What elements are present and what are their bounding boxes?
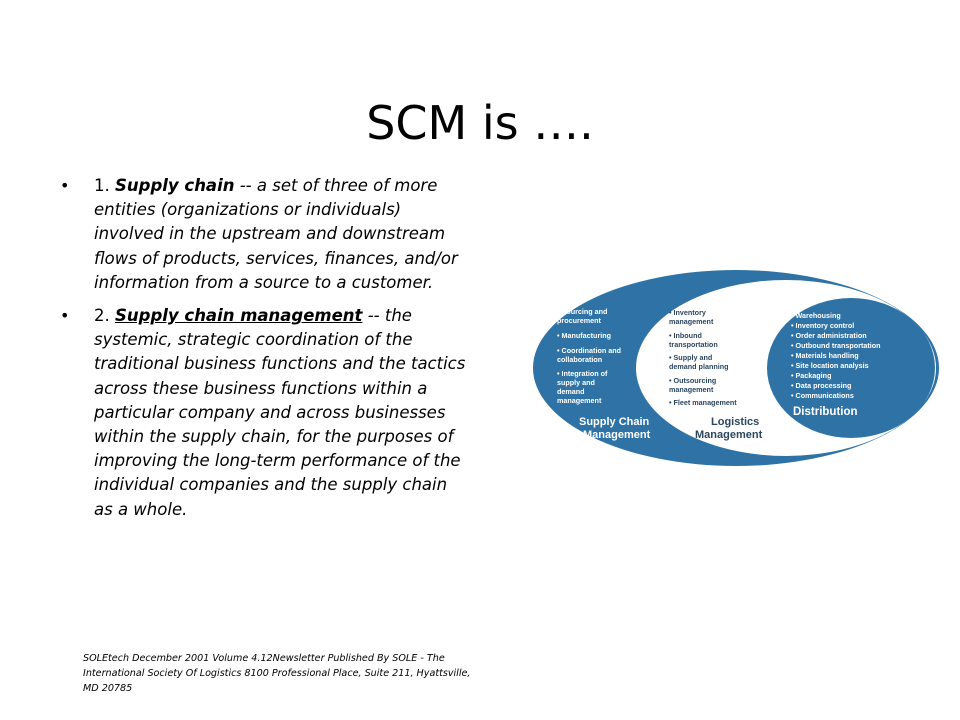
inner-item: • Warehousing xyxy=(791,311,841,320)
inner-item: • Packaging xyxy=(791,371,831,380)
inner-item: • Materials handling xyxy=(791,351,859,360)
bullet-supply-chain-management: • 2. Supply chain management -- the syst… xyxy=(60,304,470,522)
outer-item: • Manufacturing xyxy=(557,331,611,340)
bullet-marker: • xyxy=(60,176,70,195)
diagram-svg: • Sourcing and procurement • Manufacturi… xyxy=(533,270,939,466)
outer-item: management xyxy=(557,396,602,405)
slide-title: SCM is …. xyxy=(366,95,594,150)
scm-nested-ellipse-diagram: • Sourcing and procurement • Manufacturi… xyxy=(531,268,941,468)
outer-items: • Sourcing and procurement • Manufacturi… xyxy=(557,307,621,405)
outer-item: procurement xyxy=(557,316,602,325)
outer-label: Supply Chain xyxy=(579,416,650,428)
middle-item: • Inventory xyxy=(669,308,706,317)
outer-item: • Coordination and xyxy=(557,346,621,355)
bullet-list: • 1. Supply chain -- a set of three of m… xyxy=(60,174,470,531)
bullet-supply-chain: • 1. Supply chain -- a set of three of m… xyxy=(60,174,470,295)
middle-item: transportation xyxy=(669,340,718,349)
bullet-dash: -- xyxy=(362,306,385,326)
bullet-definition: the systemic, strategic coordination of … xyxy=(94,306,466,519)
middle-item: • Inbound xyxy=(669,331,702,340)
inner-item: • Communications xyxy=(791,391,854,400)
inner-item: • Data processing xyxy=(791,381,851,390)
outer-item: collaboration xyxy=(557,355,602,364)
inner-label: Distribution xyxy=(793,406,858,418)
outer-item: supply and xyxy=(557,378,595,387)
outer-item: demand xyxy=(557,387,585,396)
bullet-number: 2. xyxy=(94,306,115,326)
bullet-definition: a set of three of more entities (organiz… xyxy=(94,176,458,292)
middle-item: management xyxy=(669,317,714,326)
inner-items: • Warehousing • Inventory control • Orde… xyxy=(791,311,881,400)
middle-item: management xyxy=(669,385,714,394)
bullet-term: Supply chain management xyxy=(115,306,363,326)
bullet-marker: • xyxy=(60,306,70,326)
outer-item: • Integration of xyxy=(557,369,608,378)
inner-item: • Order administration xyxy=(791,331,867,340)
bullet-dash: -- xyxy=(234,176,257,195)
middle-item: • Fleet management xyxy=(669,398,737,407)
inner-item: • Inventory control xyxy=(791,321,854,330)
middle-items: • Inventory management • Inbound transpo… xyxy=(669,308,737,407)
outer-label: Management xyxy=(583,429,651,441)
middle-label: Logistics xyxy=(711,416,759,428)
middle-item: • Outsourcing xyxy=(669,376,716,385)
citation: SOLEtech December 2001 Volume 4.12Newsle… xyxy=(83,653,471,694)
bullet-number: 1. xyxy=(94,176,115,195)
middle-item: demand planning xyxy=(669,362,729,371)
outer-item: • Sourcing and xyxy=(557,307,607,316)
inner-item: • Site location analysis xyxy=(791,361,869,370)
middle-item: • Supply and xyxy=(669,353,712,362)
inner-item: • Outbound transportation xyxy=(791,341,881,350)
bullet-term: Supply chain xyxy=(115,176,235,195)
distribution-ellipse xyxy=(767,298,935,438)
middle-label: Management xyxy=(695,429,763,441)
